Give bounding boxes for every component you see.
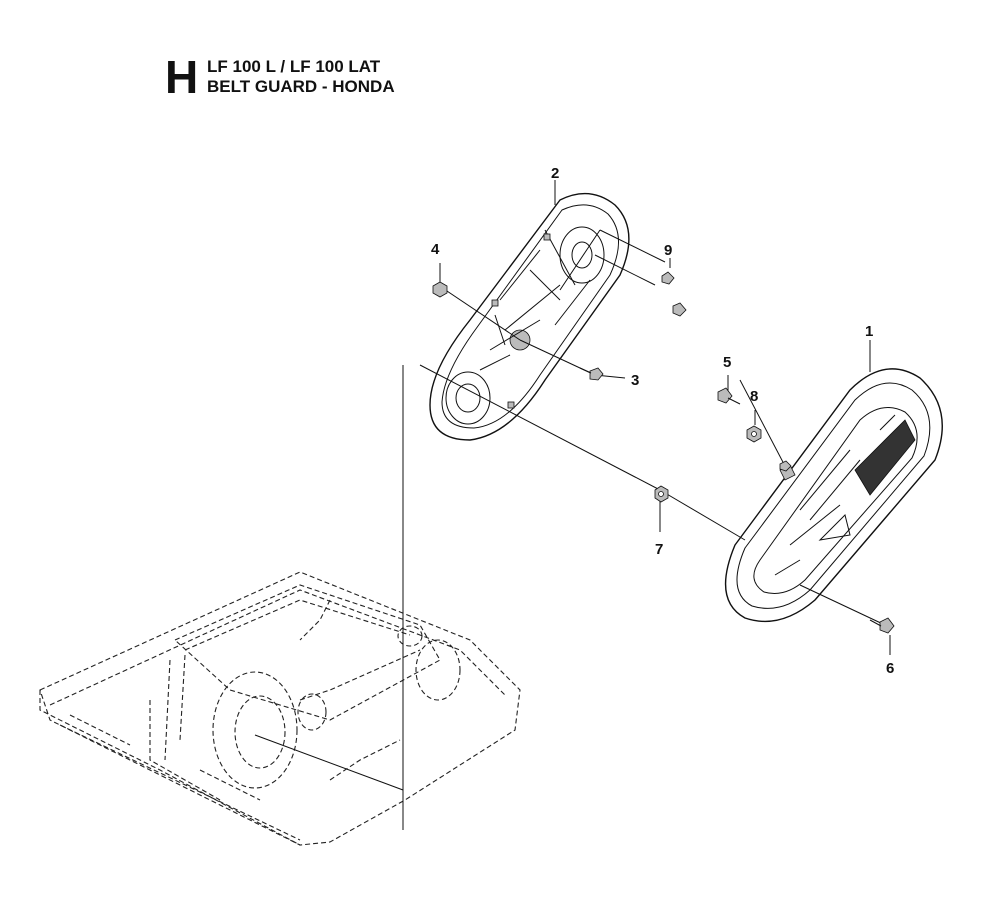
callout-7: 7 — [655, 541, 663, 558]
washer-8 — [779, 460, 792, 472]
callout-1: 1 — [865, 323, 873, 340]
callout-4: 4 — [431, 241, 440, 258]
assembly-title: BELT GUARD - HONDA — [207, 77, 395, 96]
screw-9-b — [672, 302, 687, 317]
screw-3 — [579, 367, 604, 381]
callout-8: 8 — [750, 388, 758, 405]
nut-4 — [432, 281, 448, 298]
screw-5 — [717, 387, 741, 405]
callout-2: 2 — [551, 165, 559, 182]
nut-7 — [654, 485, 669, 503]
inner-belt-guard — [429, 192, 630, 441]
nut-8 — [746, 425, 762, 443]
callout-6: 6 — [886, 660, 894, 677]
screw-6 — [869, 617, 895, 634]
callout-5: 5 — [723, 354, 731, 371]
section-letter: H — [165, 51, 199, 103]
outer-belt-guard-cover — [724, 368, 943, 623]
model-title: LF 100 L / LF 100 LAT — [207, 57, 381, 76]
base-plate-outline — [39, 571, 521, 846]
leader-lines — [254, 180, 891, 830]
callout-3: 3 — [631, 372, 639, 389]
screw-9-a — [661, 271, 675, 285]
callout-9: 9 — [664, 242, 672, 259]
